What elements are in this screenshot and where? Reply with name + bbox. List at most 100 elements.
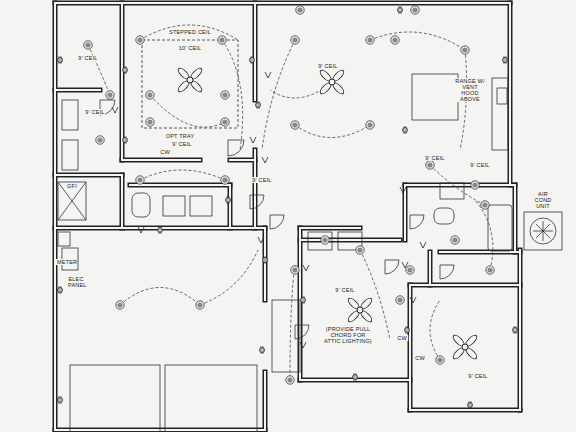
ac-fan — [533, 221, 553, 241]
electrical-symbol — [472, 182, 477, 187]
plan-note: CW — [159, 149, 171, 155]
water-heater — [132, 193, 150, 217]
electrical-symbol — [357, 307, 363, 313]
vanity — [62, 140, 78, 170]
electrical-symbol — [403, 128, 408, 133]
electrical-symbol — [219, 37, 224, 42]
electrical-symbol — [218, 36, 226, 44]
electrical-symbol — [260, 346, 265, 354]
electrical-symbol — [123, 138, 128, 143]
electrical-symbol — [85, 42, 90, 47]
porch — [272, 300, 300, 372]
electrical-symbol — [226, 198, 231, 203]
wall — [122, 159, 200, 161]
electrical-symbol — [58, 56, 63, 64]
electrical-symbol — [106, 91, 114, 99]
electrical-symbol — [286, 376, 294, 384]
wall — [300, 226, 360, 231]
wall — [264, 228, 266, 300]
electrical-symbol — [251, 56, 253, 64]
electrical-symbol — [303, 265, 309, 271]
electrical-symbol — [481, 201, 489, 209]
electrical-symbol — [353, 375, 358, 380]
electrical-symbol — [406, 326, 408, 334]
electrical-symbol — [116, 301, 124, 309]
electrical-symbol — [513, 326, 518, 334]
electrical-symbol — [437, 357, 442, 362]
switch-wire — [88, 45, 110, 95]
wall — [514, 185, 516, 252]
electrical-symbol — [366, 36, 374, 44]
electrical-symbol — [503, 58, 508, 63]
electrical-symbol — [59, 396, 61, 404]
electrical-symbol — [177, 67, 204, 94]
electrical-symbol — [399, 6, 401, 14]
plan-note: 9' CEIL — [334, 287, 355, 293]
electrical-symbol — [257, 101, 259, 109]
fixture — [58, 40, 562, 432]
plan-note: 10' CEIL — [178, 45, 203, 51]
electrical-symbol — [250, 58, 255, 63]
electrical-symbol — [221, 91, 229, 99]
electrical-symbol — [503, 56, 508, 64]
electrical-symbol — [397, 297, 402, 302]
electrical-symbol — [221, 91, 229, 99]
electrical-symbol — [264, 256, 266, 264]
electrical-symbol — [468, 401, 473, 409]
electrical-symbol — [396, 296, 404, 304]
garage-door — [70, 365, 160, 432]
electrical-symbol — [262, 157, 268, 163]
electrical-symbol — [58, 6, 518, 409]
electrical-symbol — [291, 266, 299, 274]
electrical-symbol — [347, 297, 374, 324]
toilet — [434, 208, 454, 224]
electrical-symbol — [481, 201, 489, 209]
electrical-symbol — [221, 176, 229, 184]
electrical-symbol — [321, 236, 329, 244]
wall — [410, 409, 520, 411]
electrical-symbol — [250, 56, 255, 64]
switch-wire — [120, 288, 200, 306]
electrical-symbol — [398, 6, 403, 14]
electrical-symbol — [84, 41, 92, 49]
ac-fan — [530, 218, 556, 244]
electrical-symbol — [116, 301, 124, 309]
electrical-symbol — [146, 91, 154, 99]
electrical-symbol — [158, 228, 163, 233]
washer — [163, 196, 185, 216]
electrical-symbol — [106, 91, 114, 99]
electrical-symbol — [404, 126, 406, 134]
wall — [428, 252, 433, 285]
switch-wire — [140, 170, 225, 180]
electrical-symbol — [265, 72, 271, 78]
electrical-symbol — [406, 266, 414, 274]
electrical-symbol — [300, 342, 306, 348]
plan-note: 9' CEIL — [84, 109, 105, 115]
electrical-symbol — [451, 236, 459, 244]
shower — [58, 182, 86, 220]
electrical-symbol — [301, 298, 306, 303]
fixture — [440, 265, 454, 279]
electrical-symbol — [137, 37, 142, 42]
electrical-symbol — [146, 118, 154, 126]
electrical-symbol — [391, 36, 399, 44]
plan-note: 9' CEIL — [424, 155, 445, 161]
electrical-symbol — [159, 226, 161, 234]
electrical-symbol — [58, 398, 63, 403]
electrical-symbol — [147, 92, 152, 97]
electrical-symbol — [354, 373, 356, 381]
wall — [230, 159, 255, 161]
electrical-symbol — [400, 187, 406, 193]
electrical-symbol — [136, 36, 144, 44]
wall — [228, 185, 233, 228]
wall — [410, 408, 520, 413]
electrical-symbol — [504, 56, 506, 64]
electrical-symbol — [321, 236, 329, 244]
wall — [53, 3, 58, 430]
electrical-symbol — [197, 302, 202, 307]
shower-drain — [58, 182, 86, 220]
fixture — [250, 195, 264, 209]
wall — [254, 150, 256, 228]
electrical-symbol — [356, 246, 364, 254]
